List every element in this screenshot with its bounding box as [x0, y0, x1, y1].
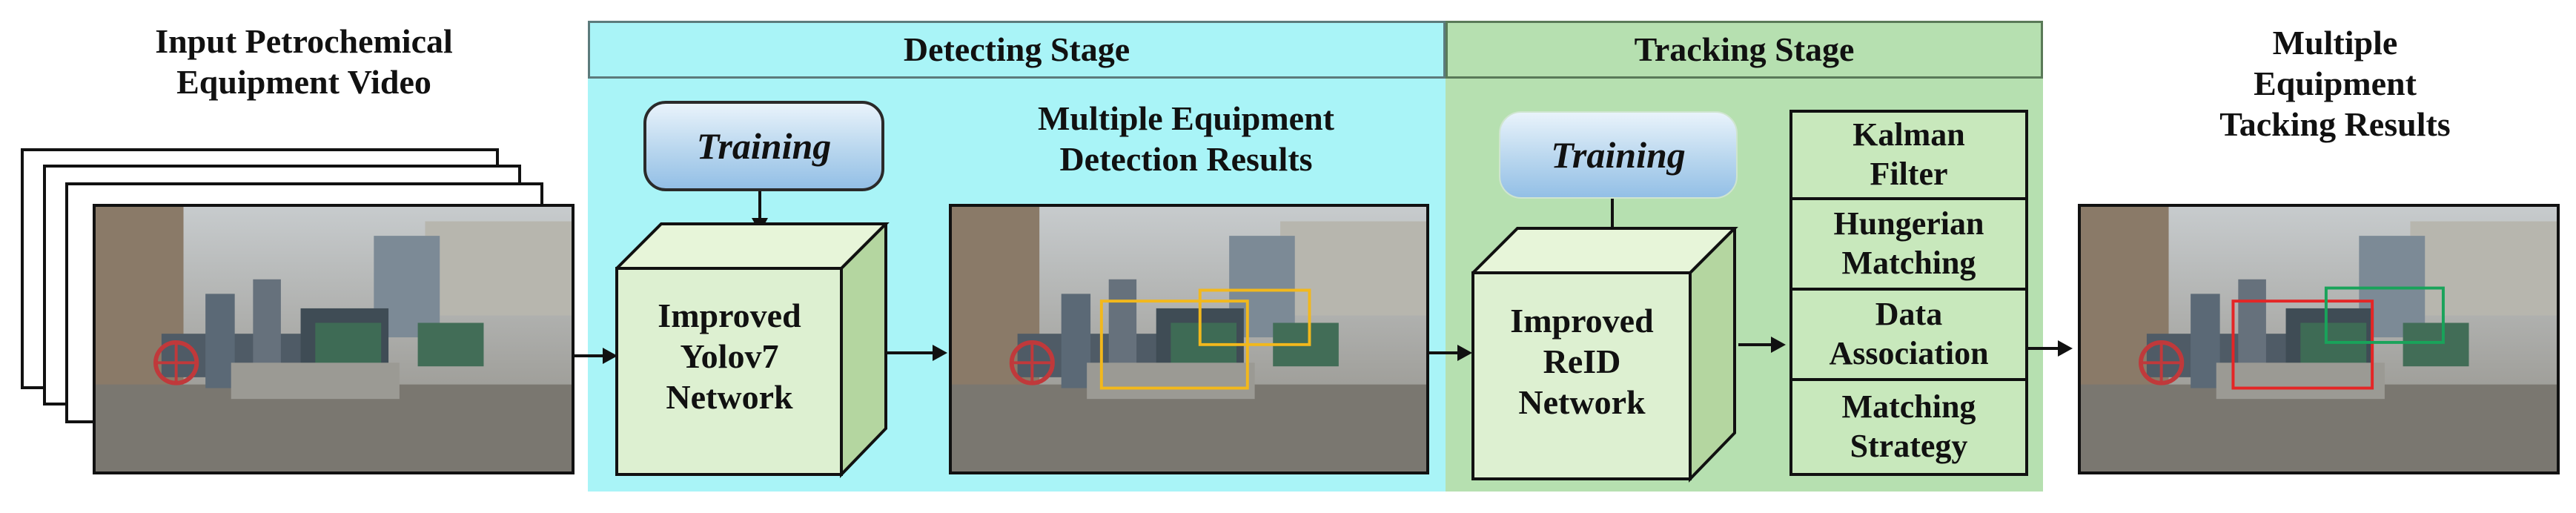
arrow-reid-to-steps [1738, 337, 1786, 353]
arrow-yolov7-to-detection [887, 345, 947, 361]
tracking-box-red [2231, 299, 2374, 390]
step-3-line-2: Association [1829, 335, 1989, 371]
output-heading-line-1: Multiple [2272, 24, 2398, 62]
step-1-line-1: Kalman [1852, 116, 1965, 153]
arrow-steps-to-output [2028, 340, 2073, 357]
output-heading-line-2: Equipment [2254, 64, 2417, 103]
yolov7-network-label: Improved Yolov7 Network [618, 295, 841, 418]
input-heading-line-2: Equipment Video [176, 63, 431, 102]
step-2-line-2: Matching [1841, 245, 1976, 281]
yolov7-network-box [615, 222, 890, 478]
reid-label-line-1: Improved [1510, 302, 1654, 340]
tracking-results-frame [2078, 204, 2560, 474]
arrow-detection-to-reid [1429, 345, 1472, 361]
detecting-stage-title: Detecting Stage [588, 21, 1446, 79]
step-2-line-1: Hungerian [1833, 205, 1984, 242]
reid-label-line-2: ReID [1543, 342, 1621, 381]
reid-label-line-3: Network [1518, 383, 1646, 422]
output-heading: Multiple Equipment Tacking Results [2128, 22, 2543, 145]
step-4-line-2: Strategy [1850, 428, 1968, 464]
yolov7-label-line-2: Yolov7 [680, 337, 779, 376]
arrow-input-to-yolov7 [575, 348, 617, 364]
detection-heading-line-2: Detection Results [1059, 140, 1313, 179]
yolov7-label-line-1: Improved [658, 297, 801, 334]
reid-network-box [1471, 227, 1738, 483]
input-heading-line-1: Input Petrochemical [155, 22, 453, 60]
detection-heading-line-1: Multiple Equipment [1037, 99, 1334, 137]
step-1-line-2: Filter [1870, 156, 1948, 192]
input-heading: Input Petrochemical Equipment Video [104, 21, 504, 102]
output-heading-line-3: Tacking Results [2219, 105, 2451, 144]
yolov7-label-line-3: Network [666, 378, 793, 417]
step-4-line-1: Matching [1841, 388, 1976, 426]
input-video-frame [93, 204, 575, 474]
training-pill-tracking: Training [1499, 111, 1738, 199]
tracking-box-green [2324, 286, 2445, 344]
training-pill-detecting: Training [643, 101, 884, 191]
detection-results-heading: Multiple Equipment Detection Results [979, 98, 1394, 179]
step-3-line-1: Data [1875, 296, 1943, 333]
tracking-stage-title: Tracking Stage [1446, 21, 2043, 79]
detection-results-frame [949, 204, 1429, 474]
detection-box-2 [1198, 288, 1311, 346]
reid-network-label: Improved ReID Network [1474, 300, 1689, 423]
